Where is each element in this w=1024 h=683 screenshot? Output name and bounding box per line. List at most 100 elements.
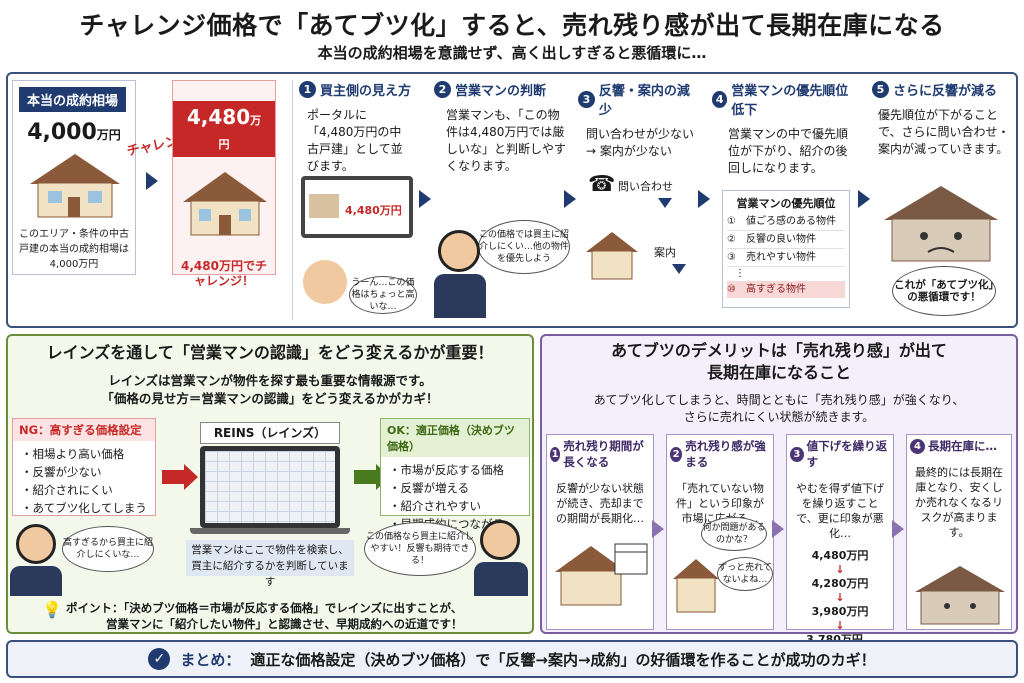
ok-card: OK：適正価格（決めブツ価格） ・市場が反応する価格 ・反響が増える ・紹介され… [380, 418, 530, 531]
listing-thumbnail [309, 194, 339, 218]
house-icon [30, 154, 120, 218]
arrow-right-icon [858, 190, 870, 208]
doubt-bubble: 何か問題があるのかな？ [701, 517, 767, 551]
priority-item: ② 反響の良い物件 [727, 231, 845, 249]
priority-item: ① 値ごろ感のある物件 [727, 213, 845, 231]
check-icon: ✓ [148, 648, 171, 670]
arrow-right-icon [892, 520, 904, 538]
demerit-2-number: 2 [670, 446, 683, 462]
market-price-card: 本当の成約相場 4,000万円 このエリア・条件の中古戸建の本当の成約相場は4,… [12, 80, 136, 275]
demerit-4-text: 最終的には長期在庫となり、安くしか売れなくなるリスクが高まります。 [915, 466, 1003, 539]
ng-bubble: 高すぎるから買主に紹介しにくいな… [62, 526, 154, 572]
step-3-text: 問い合わせが少ない → 案内が少ない [586, 127, 695, 158]
arrow-down-icon [672, 264, 686, 274]
point-text: ポイント：「決めブツ価格＝市場が反応する価格」でレインズに出すことが、 営業マン… [66, 600, 526, 632]
summary-bar: ✓ まとめ： 適正な価格設定（決めブツ価格）で「反響→案内→成約」の好循環を作る… [6, 640, 1018, 678]
salesman-suit-icon [434, 274, 486, 318]
price-cut-list: 4,480万円 ↓ 4,280万円 ↓ 3,980万円 ↓ 3,780万円… [787, 549, 893, 647]
step-2-text: 営業マンも、「この物件は4,480万円では厳しいな」と判断しやすくなります。 [446, 108, 566, 173]
ng-title: NG：高すぎる価格設定 [13, 419, 155, 441]
portal-price: 4,480万円 [345, 204, 402, 217]
demerit-text1: あてブツ化してしまうと、時間とともに「売れ残り感」が強くなり、 [593, 393, 965, 407]
salesman-bubble: この価格では買主に紹介しにくい…他の物件を優先しよう [478, 220, 570, 274]
priority-item: ③ 売れやすい物件 [727, 249, 845, 267]
summary-text: 適正な価格設定（決めブツ価格）で「反響→案内→成約」の好循環を作ることが成功のカ… [250, 650, 876, 669]
ng-item: ・相場より高い価格 [21, 447, 125, 461]
salesman-icon [438, 230, 480, 272]
ng-item: ・あてブツ化してしまう [21, 501, 147, 515]
sad-house-icon [884, 186, 998, 262]
demerit-3-title: 値下げを繰り返す [806, 439, 888, 469]
price-step: 4,480万円 [811, 549, 869, 562]
step-4-text: 営業マンの中で優先順位が下がり、紹介の後回しになります。 [728, 127, 849, 175]
challenge-unit: 万円 [218, 114, 262, 151]
house-icon [183, 172, 267, 236]
down-arrow-icon: ↓ [835, 591, 845, 604]
step-4-number: 4 [712, 90, 728, 108]
demerit-4-number: 4 [910, 438, 925, 454]
salesman-suit-icon [10, 566, 62, 596]
arrow-right-icon [354, 470, 378, 484]
step-5-title: さらに反響が減る [893, 84, 998, 99]
reins-label: REINS（レインズ） [200, 422, 340, 444]
demerit-1-title: 売れ残り期間が長くなる [563, 439, 644, 469]
step-5-number: 5 [872, 81, 889, 98]
market-label: 本当の成約相場 [19, 87, 127, 112]
arrow-head-icon [184, 464, 198, 490]
ok-title: OK：適正価格（決めブツ価格） [381, 419, 529, 457]
ng-card: NG：高すぎる価格設定 ・相場より高い価格 ・反響が少ない ・紹介されにくい ・… [12, 418, 156, 516]
down-arrow-icon: ↓ [835, 619, 845, 632]
down-arrow-icon: ↓ [835, 563, 845, 576]
page-subtitle: 本当の成約相場を意識せず、高く出しすぎると悪循環に… [317, 44, 707, 62]
laptop-base [190, 528, 350, 534]
salesman-icon [16, 524, 56, 564]
priority-title: 営業マンの優先順位 [736, 197, 836, 210]
arrow-right-icon [698, 190, 710, 208]
demerit-3-text: やむを得ず値下げを繰り返すことで、更に印象が悪化… [796, 482, 884, 540]
unsold-bubble: ずっと売れてないよね… [717, 557, 773, 591]
step-3-title: 反響・案内の減少 [598, 84, 690, 118]
step-5: 5 さらに反響が減る 優先順位が下がることで、さらに問い合わせ・案内が減っていきま… [872, 80, 1014, 320]
inquiry-label: 問い合わせ [618, 180, 673, 193]
demerit-1-text: 反響が少ない状態が続き、売却までの期間が長期化… [556, 482, 644, 525]
portal-screen: 4,480万円 [301, 176, 413, 238]
step-5-text: 優先順位が下がることで、さらに問い合わせ・案内が減っていきます。 [878, 108, 1010, 156]
phone-icon: ☎ [588, 172, 616, 197]
step-1-title: 買主側の見え方 [320, 84, 412, 99]
laptop-icon [200, 446, 340, 528]
ok-item: ・反響が増える [389, 481, 470, 495]
sad-house-icon [915, 566, 1005, 625]
priority-item: ⋮ [735, 268, 745, 279]
reins-title: レインズを通して「営業マンの認識」をどう変えるかが重要！ [46, 343, 494, 362]
challenge-price-card: 4,480万円 4,480万円でチャレンジ！ [172, 80, 276, 288]
challenge-note: 4,480万円でチャレンジ！ [181, 259, 267, 288]
step-4-title: 営業マンの優先順位低下 [731, 84, 849, 118]
demerit-2-title: 売れ残り感が強まる [685, 439, 766, 469]
market-note: このエリア・条件の中古戸建の本当の成約相場は4,000万円 [19, 229, 129, 270]
demerit-text2: さらに売れにくい状態が続きます。 [683, 410, 875, 424]
arrow-right-icon [564, 190, 576, 208]
ok-item: ・市場が反応する価格 [389, 463, 504, 477]
cycle-bubble: これが「あてブツ化」の悪循環です！ [892, 266, 996, 316]
demerit-3-number: 3 [790, 446, 804, 462]
arrow-right-icon [146, 172, 158, 190]
step-1-number: 1 [299, 81, 316, 98]
demerit-1-number: 1 [550, 446, 561, 462]
happy-salesman-icon [480, 520, 520, 560]
salesman-suit-icon [474, 562, 528, 596]
market-unit: 万円 [96, 128, 121, 142]
priority-item-low: ⑩ 高すぎる物件 [727, 281, 845, 298]
page-title: チャレンジ価格で「あてブツ化」すると、売れ残り感が出て長期在庫になる [79, 11, 945, 40]
step-2-number: 2 [434, 81, 451, 98]
price-step: 4,280万円 [811, 577, 869, 590]
step-3-number: 3 [578, 90, 595, 108]
arrow-right-icon [162, 470, 186, 484]
reins-caption: 営業マンはここで物件を検索し、買主に紹介するかを判断しています [186, 540, 354, 588]
